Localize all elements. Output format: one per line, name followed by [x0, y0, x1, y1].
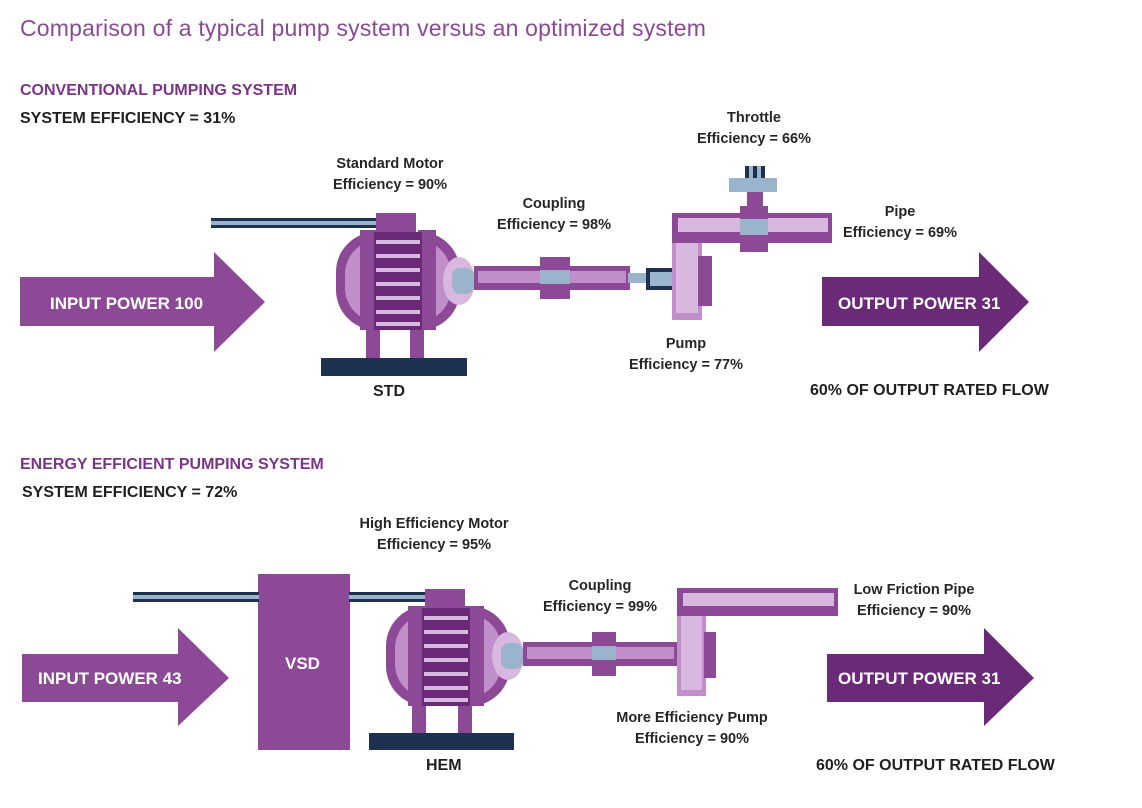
low-friction-pipe-efficiency: Efficiency = 90%: [856, 603, 972, 619]
std-motor-base-label: STD: [373, 383, 405, 400]
vsd-label: VSD: [285, 654, 320, 673]
efficient-system-drawing: [22, 574, 1034, 750]
low-friction-pipe-name: Low Friction Pipe: [853, 582, 975, 598]
pipe-efficiency: Efficiency = 69%: [842, 225, 958, 241]
conventional-input-label: INPUT POWER 100: [50, 294, 204, 313]
efficient-system-efficiency: SYSTEM EFFICIENCY = 72%: [22, 484, 238, 501]
throttle-label: Throttle Efficiency = 66%: [674, 108, 834, 150]
pump-efficiency: Efficiency = 77%: [628, 357, 744, 373]
page-title: Comparison of a typical pump system vers…: [20, 15, 707, 41]
hem-motor-label: High Efficiency Motor Efficiency = 95%: [334, 514, 534, 556]
coupling-name: Coupling: [522, 196, 586, 212]
pump-label: Pump Efficiency = 77%: [606, 334, 766, 376]
coupling: [474, 257, 676, 299]
conventional-system-drawing: [20, 166, 1029, 376]
pipe-label: Pipe Efficiency = 69%: [820, 202, 980, 244]
standard-motor-name: Standard Motor: [336, 156, 444, 172]
coupling-efficient: [523, 632, 678, 676]
coupling-efficiency: Efficiency = 98%: [496, 217, 612, 233]
efficient-pump-efficiency: Efficiency = 90%: [634, 731, 750, 747]
vsd-box: [258, 574, 350, 750]
efficient-heading: ENERGY EFFICIENT PUMPING SYSTEM: [20, 456, 324, 473]
low-friction-pipe-label: Low Friction Pipe Efficiency = 90%: [834, 580, 994, 622]
conventional-output-label: OUTPUT POWER 31: [838, 294, 1001, 313]
efficient-coupling-label: Coupling Efficiency = 99%: [520, 576, 680, 618]
low-friction-pipe: [677, 588, 838, 616]
standard-motor: [321, 213, 475, 376]
pump-name: Pump: [665, 336, 707, 352]
efficient-output-label: OUTPUT POWER 31: [838, 669, 1001, 688]
conventional-heading: CONVENTIONAL PUMPING SYSTEM: [20, 82, 298, 99]
efficient-coupling-efficiency: Efficiency = 99%: [542, 599, 658, 615]
output-power-arrow: [822, 252, 1029, 352]
throttle-name: Throttle: [727, 110, 781, 126]
input-power-arrow-efficient: [22, 628, 229, 726]
throttle-efficiency: Efficiency = 66%: [696, 131, 812, 147]
coupling-label: Coupling Efficiency = 98%: [474, 194, 634, 236]
hem-motor-base-label: HEM: [426, 757, 462, 774]
efficient-flow-label: 60% OF OUTPUT RATED FLOW: [816, 757, 1055, 774]
efficient-pump-name: More Efficiency Pump: [616, 710, 768, 726]
output-power-arrow-efficient: [827, 628, 1034, 726]
high-efficiency-motor: [369, 589, 524, 750]
standard-motor-label: Standard Motor Efficiency = 90%: [310, 154, 470, 196]
hem-motor-efficiency: Efficiency = 95%: [376, 537, 492, 553]
efficient-coupling-name: Coupling: [568, 578, 632, 594]
conventional-flow-label: 60% OF OUTPUT RATED FLOW: [810, 382, 1049, 399]
pipe-name: Pipe: [884, 204, 916, 220]
standard-motor-efficiency: Efficiency = 90%: [332, 177, 448, 193]
efficient-pump-label: More Efficiency Pump Efficiency = 90%: [592, 708, 792, 750]
hem-motor-name: High Efficiency Motor: [359, 516, 509, 532]
conventional-system-efficiency: SYSTEM EFFICIENCY = 31%: [20, 110, 236, 127]
input-power-arrow: [20, 252, 265, 352]
efficient-input-label: INPUT POWER 43: [38, 669, 182, 688]
throttle-valve: [729, 166, 777, 252]
